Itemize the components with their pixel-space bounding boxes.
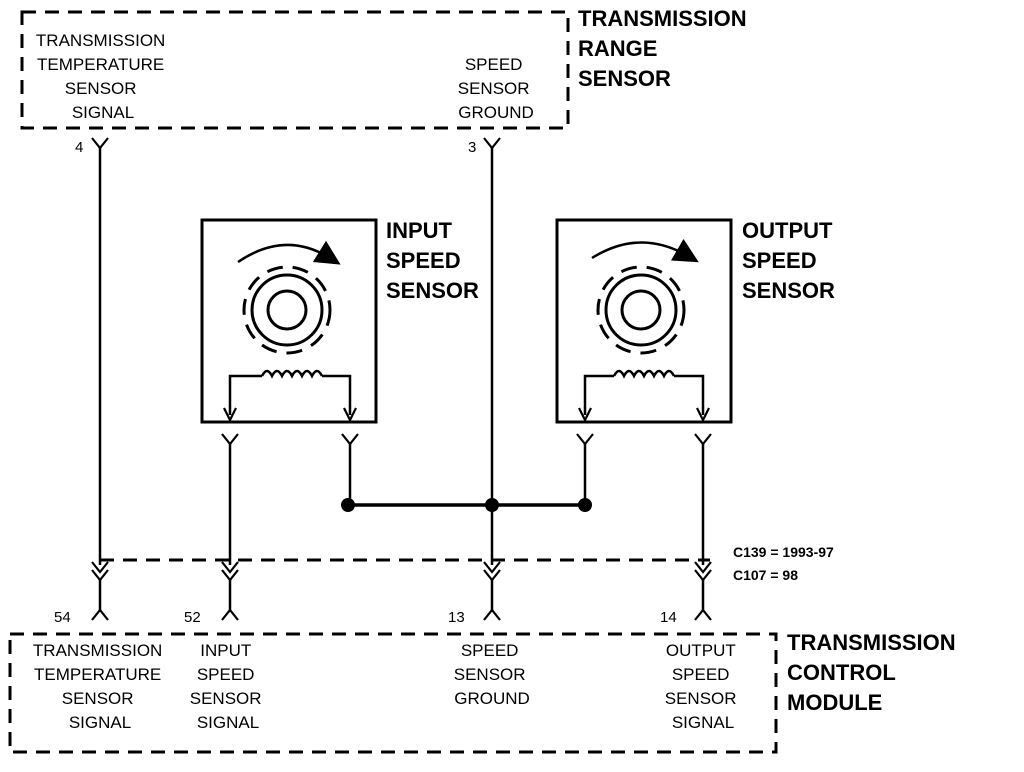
input-speed-sensor (200, 218, 378, 424)
range-sensor-box (20, 10, 570, 130)
splice-dot (578, 498, 592, 512)
terminal-pin-3 (483, 137, 501, 150)
splice-dot (341, 498, 355, 512)
pin-3-label: 3 (468, 139, 476, 156)
connector-terminals (91, 561, 712, 582)
range-sensor-title: TRANSMISSION RANGE SENSOR (578, 6, 753, 91)
connector-note: C139 = 1993-97 C107 = 98 (733, 544, 838, 583)
terminal (694, 433, 712, 446)
terminal (341, 433, 359, 446)
coil-icon (612, 369, 676, 379)
module-output-signal-label: OUTPUT SPEED SENSOR SIGNAL (665, 641, 742, 732)
module-input-signal-label: INPUT SPEED SENSOR SIGNAL (190, 641, 267, 732)
terminal-pin-4 (91, 137, 109, 150)
pin-13-label: 13 (448, 609, 465, 626)
input-speed-sensor-title: INPUT SPEED SENSOR (386, 218, 479, 303)
gear-icon (242, 265, 332, 355)
splice-dot (485, 498, 499, 512)
rotation-arrow-icon (237, 240, 341, 265)
pin-54-label: 54 (54, 609, 71, 626)
control-module-box (8, 632, 778, 754)
module-ground-label: SPEED SENSOR GROUND (454, 641, 531, 708)
module-terminals (91, 608, 712, 621)
output-speed-sensor-title: OUTPUT SPEED SENSOR (742, 218, 839, 303)
pin-14-label: 14 (660, 609, 677, 626)
pin-4-label: 4 (75, 139, 83, 156)
terminal (576, 433, 594, 446)
module-temp-signal-label: TRANSMISSION TEMPERATURE SENSOR SIGNAL (33, 641, 167, 732)
terminal (221, 433, 239, 446)
pin-52-label: 52 (184, 609, 201, 626)
range-temp-signal-label: TRANSMISSION TEMPERATURE SENSOR SIGNAL (36, 31, 170, 122)
output-speed-sensor (555, 218, 733, 424)
gear-icon (596, 265, 686, 355)
coil-icon (260, 369, 324, 379)
control-module-title: TRANSMISSION CONTROL MODULE (787, 630, 962, 715)
rotation-arrow-icon (591, 238, 699, 263)
range-speed-ground-label: SPEED SENSOR GROUND (458, 55, 535, 122)
